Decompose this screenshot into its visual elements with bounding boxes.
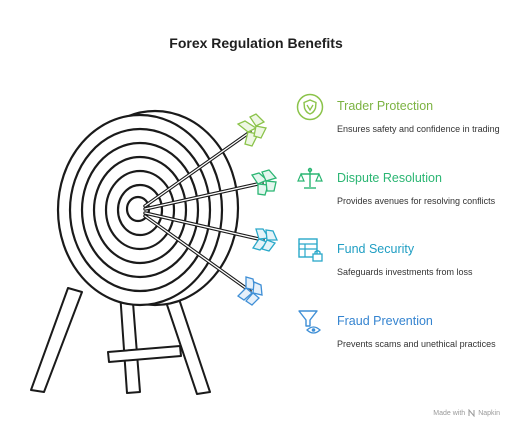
funnel-eye-icon bbox=[298, 310, 321, 334]
footer-credit: Made with Napkin bbox=[433, 409, 500, 417]
shield-icon bbox=[296, 93, 324, 121]
made-with-label: Made with bbox=[433, 409, 466, 417]
brand-label: Napkin bbox=[478, 409, 500, 417]
diagram-title: Forex Regulation Benefits bbox=[169, 35, 343, 51]
benefit-description: Safeguards investments from loss bbox=[337, 267, 473, 277]
arrow-3 bbox=[143, 211, 279, 252]
benefit-title: Fund Security bbox=[337, 242, 415, 256]
scales-icon bbox=[297, 167, 323, 189]
arrow-2 bbox=[143, 169, 278, 211]
arrow-1 bbox=[143, 113, 267, 208]
benefit-description: Provides avenues for resolving conflicts bbox=[337, 196, 496, 206]
benefit-title: Dispute Resolution bbox=[337, 171, 442, 185]
locked-ledger-icon bbox=[298, 238, 323, 262]
benefit-title: Trader Protection bbox=[337, 99, 434, 113]
target-board bbox=[56, 109, 240, 307]
napkin-logo-icon bbox=[468, 409, 475, 417]
arrow-4 bbox=[143, 214, 263, 306]
benefit-title: Fraud Prevention bbox=[337, 314, 433, 328]
benefit-description: Ensures safety and confidence in trading bbox=[337, 124, 500, 134]
benefit-description: Prevents scams and unethical practices bbox=[337, 339, 496, 349]
